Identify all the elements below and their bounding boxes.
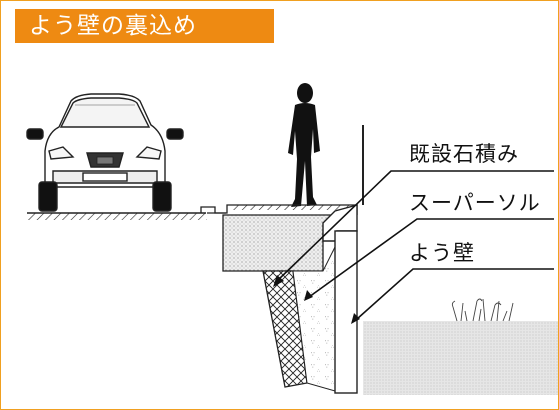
leader-arrowheads (273, 275, 360, 324)
person-silhouette (288, 83, 320, 207)
label-retaining-wall: よう壁 (409, 241, 475, 265)
retaining-wall-body (334, 230, 358, 394)
label-existing-masonry: 既設石積み (409, 142, 519, 166)
figure-title: よう壁の裏込め (29, 13, 197, 39)
concrete-base (222, 214, 336, 272)
leader-lines (276, 170, 554, 320)
car-illustration (26, 93, 184, 212)
plant-cluster (451, 298, 514, 322)
label-super-soil: スーパーソル (409, 191, 541, 215)
title-bar: よう壁の裏込め (15, 9, 274, 43)
ground-left (27, 205, 357, 220)
lower-fill-right (363, 321, 558, 395)
